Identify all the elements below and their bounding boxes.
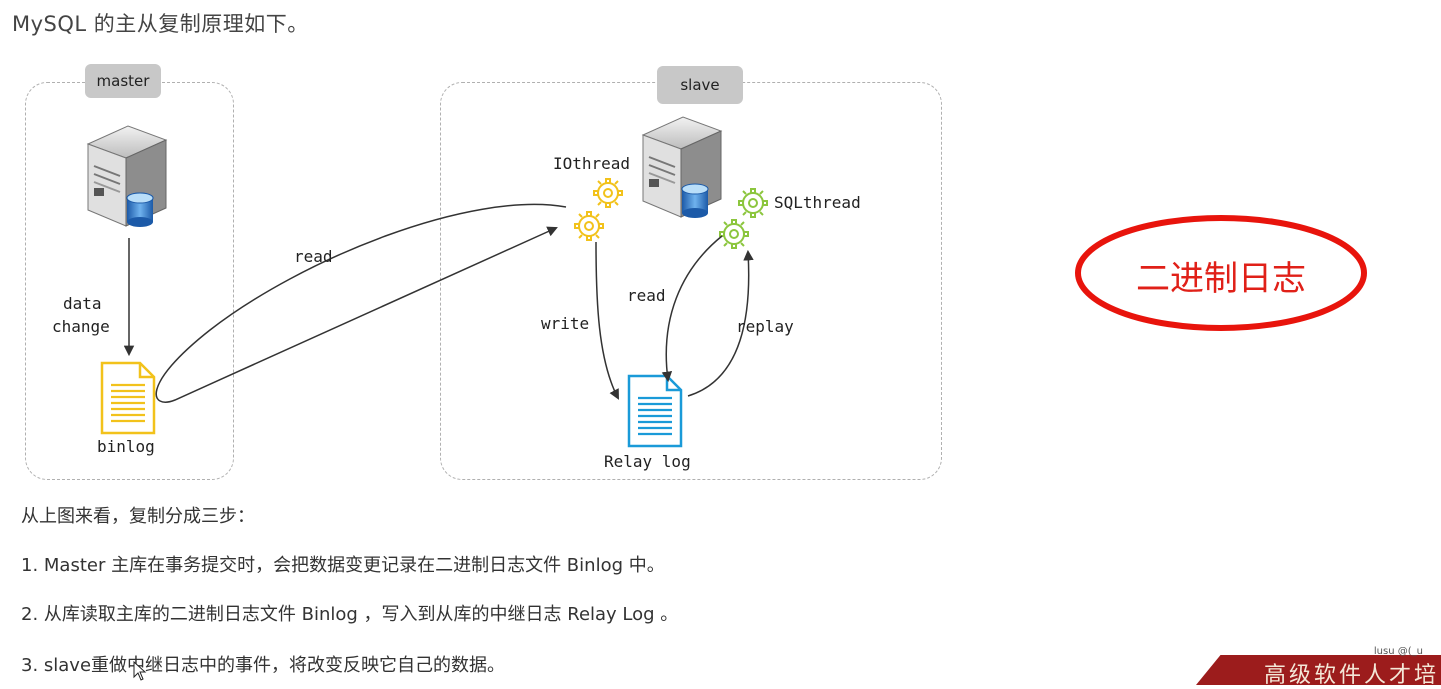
write-arrow	[595, 241, 619, 400]
step-3: 3. slave重做中继日志中的事件，将改变反映它自己的数据。	[21, 655, 506, 676]
slave-tag: slave	[657, 66, 743, 104]
master-tag: master	[85, 64, 161, 98]
replay-arrow	[687, 249, 754, 397]
sql-thread-label: SQLthread	[774, 193, 861, 212]
highlight-oval	[1075, 215, 1367, 331]
step-2: 2. 从库读取主库的二进制日志文件 Binlog ，写入到从库的中继日志 Rel…	[21, 604, 679, 625]
mouse-cursor-icon	[133, 661, 147, 681]
io-thread-label: IOthread	[553, 154, 631, 173]
corner-banner	[1196, 655, 1441, 685]
watermark: lusu @(_u	[1373, 646, 1423, 657]
write-label: write	[541, 314, 590, 333]
relaylog-file-icon	[627, 374, 683, 448]
binlog-file-icon	[100, 361, 156, 435]
step-1: 1. Master 主库在事务提交时，会把数据变更记录在二进制日志文件 Binl…	[21, 555, 665, 576]
cross-read-arrow	[155, 203, 567, 403]
page-heading: MySQL 的主从复制原理如下。	[12, 12, 309, 36]
sql-thread-gear-icon	[719, 188, 768, 249]
slave-server-icon	[641, 116, 723, 218]
cross-read-label: read	[294, 247, 333, 266]
steps-intro: 从上图来看，复制分成三步：	[21, 506, 255, 527]
relay-log-label: Relay log	[604, 452, 691, 471]
corner-banner-text: 高级软件人才培	[1263, 663, 1439, 688]
slave-read-arrow	[661, 235, 723, 383]
slave-read-label: read	[627, 286, 666, 305]
io-thread-gear-icon	[574, 178, 623, 241]
data-change-label-2: change	[52, 317, 110, 336]
data-change-label-1: data	[63, 294, 102, 313]
replay-label: replay	[736, 317, 794, 336]
binlog-label: binlog	[97, 437, 155, 456]
highlight-oval-text: 二进制日志	[1136, 259, 1306, 299]
master-server-icon	[86, 125, 168, 227]
